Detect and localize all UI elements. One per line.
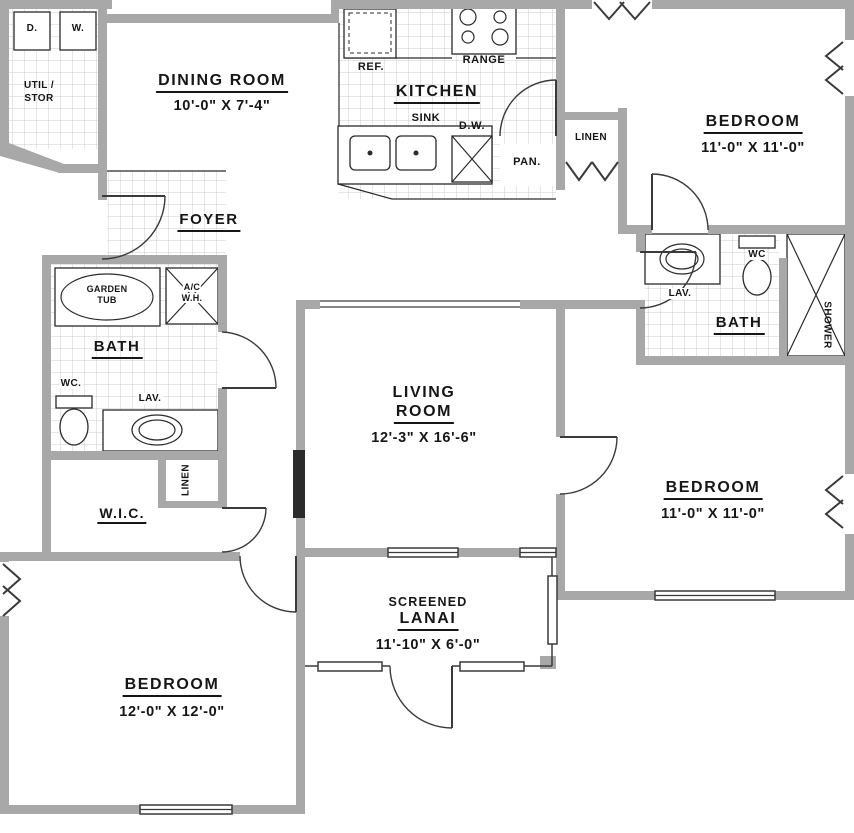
living-room-name-line2: ROOM (393, 403, 455, 424)
window-chevron-top-1 (593, 1, 625, 21)
bath-right-name: BATH (713, 314, 765, 335)
window-chevron-top-2 (619, 1, 651, 21)
wc-right-label: WC (747, 249, 767, 260)
garden-tub-label-1: GARDEN (86, 284, 128, 294)
wic-door (221, 507, 267, 553)
toilet-left-bowl (59, 408, 89, 446)
bedroom-tr-door (651, 173, 709, 231)
washer-box (59, 11, 97, 51)
windows (2, 1, 844, 815)
linen-bifold-1 (565, 161, 593, 182)
bedroom-right-name: BEDROOM (663, 479, 763, 500)
living-room-name-line1: LIVING (392, 384, 456, 401)
wall-chase (293, 450, 305, 518)
lanai-dims: 11'-10" X 6'-0" (375, 637, 481, 653)
linen-hall-label: LINEN (575, 132, 607, 143)
counter-lines (107, 23, 556, 200)
pantry-label: PAN. (512, 156, 542, 169)
util-label-line1: UTIL / (24, 80, 54, 91)
lanai-name-line1: SCREENED (388, 595, 468, 609)
ref-label: REF. (357, 61, 385, 73)
bath-left-door (221, 331, 277, 389)
wc-left-label: WC. (59, 378, 83, 389)
toilet-right-tank (738, 235, 776, 249)
doors (101, 79, 709, 729)
dishwasher-label: D.W. (458, 120, 486, 132)
bedroom-tr-dims: 11'-0" X 11'-0" (701, 140, 805, 156)
lanai-name-line2: LANAI (397, 610, 459, 631)
lav-left-label: LAV. (137, 393, 163, 404)
lav-right-label: LAV. (667, 288, 693, 299)
kitchen-name: KITCHEN (393, 83, 481, 104)
vanity-left (102, 409, 219, 452)
fixtures (13, 3, 846, 452)
dining-room-dims: 10'-0" X 7'-4" (173, 98, 271, 114)
bedroom-left-dims: 12'-0" X 12'-0" (119, 704, 225, 720)
garden-tub-label-2: TUB (97, 295, 117, 305)
bedroom-left-door (239, 555, 297, 613)
screen-panel-3 (547, 575, 558, 645)
window-chevron-right-4 (824, 499, 844, 529)
toilet-left-tank (55, 395, 93, 409)
linen-bifold-2 (591, 161, 619, 182)
wic-name: W.I.C. (97, 505, 147, 525)
window-chevron-left-1 (2, 563, 22, 595)
ac-label-2: W.H. (180, 293, 204, 304)
ac-label-2-text: W.H. (180, 293, 204, 303)
bedroom-tr-name: BEDROOM (703, 113, 803, 134)
vanity-right (644, 233, 721, 285)
dining-room-name: DINING ROOM (156, 72, 288, 93)
window-chevron-right-1 (824, 41, 844, 71)
bedroom-right-dims: 11'-0" X 11'-0" (661, 506, 765, 522)
washer-label: W. (71, 23, 85, 34)
screen-panel-2 (459, 661, 525, 672)
screen-panel-1 (317, 661, 383, 672)
garden-tub (54, 267, 161, 327)
refrigerator (343, 8, 397, 59)
util-label-line2: STOR (24, 93, 54, 104)
walls (0, 0, 854, 814)
sink-label: SINK (411, 112, 441, 124)
window-chevron-right-2 (824, 65, 844, 95)
cased-opening (320, 300, 520, 308)
living-room-dims: 12'-3" X 16'-6" (371, 430, 477, 446)
dryer-label: D. (26, 23, 38, 34)
linen-wic-label: LINEN (180, 464, 192, 496)
pantry-door (499, 79, 557, 137)
window-chevron-left-2 (2, 585, 22, 617)
ac-label-1: A/C (182, 282, 202, 293)
ac-label-1-text: A/C (182, 282, 202, 292)
bath-left-name: BATH (91, 338, 143, 359)
foyer-name: FOYER (177, 211, 241, 232)
entry-door (101, 195, 166, 260)
shower-label: SHOWER (821, 301, 833, 349)
bedroom-right-door (559, 436, 618, 495)
dryer-box (13, 11, 51, 51)
range-cooktop (451, 3, 517, 55)
window-chevron-right-3 (824, 475, 844, 505)
lanai-screen (305, 557, 558, 672)
toilet-right-bowl (742, 258, 772, 296)
range-label: RANGE (462, 54, 506, 66)
lanai-screen-door (389, 665, 453, 729)
bedroom-left-name: BEDROOM (122, 676, 222, 697)
